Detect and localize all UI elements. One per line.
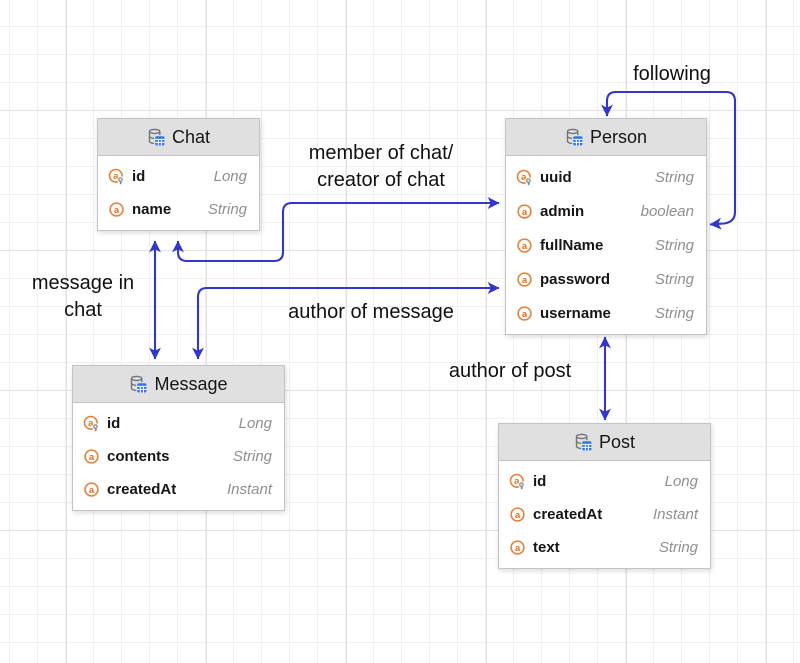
- field-type: Long: [238, 415, 272, 432]
- field-row[interactable]: admin boolean: [506, 194, 706, 228]
- attribute-icon: [516, 271, 533, 288]
- field-name: uuid: [540, 168, 572, 186]
- field-type: String: [654, 236, 694, 254]
- field-type: Instant: [226, 481, 272, 498]
- field-row[interactable]: id Long: [73, 407, 284, 440]
- relation-following-arrow[interactable]: [601, 90, 737, 230]
- field-type: String: [658, 539, 698, 556]
- entity-chat[interactable]: Chat id Long name String: [97, 118, 260, 231]
- attribute-key-icon: [516, 169, 533, 186]
- field-name: createdAt: [107, 481, 177, 498]
- attribute-icon: [516, 305, 533, 322]
- field-row[interactable]: id Long: [499, 465, 710, 498]
- relation-label-member-of-chat: member of chat/ creator of chat: [308, 142, 454, 191]
- field-name: name: [132, 201, 172, 218]
- field-row[interactable]: name String: [98, 193, 259, 226]
- entity-table-icon: [565, 128, 583, 146]
- field-row[interactable]: fullName String: [506, 228, 706, 262]
- entity-message[interactable]: Message id Long contents String createdA…: [72, 365, 285, 511]
- attribute-icon: [108, 201, 125, 218]
- relation-label-message-in-chat: message in chat: [31, 272, 135, 321]
- attribute-icon: [516, 203, 533, 220]
- field-type: Instant: [652, 506, 698, 523]
- field-name: password: [540, 270, 611, 288]
- attribute-key-icon: [83, 415, 100, 432]
- entity-post[interactable]: Post id Long createdAt Instant text Stri…: [498, 423, 711, 569]
- field-row[interactable]: password String: [506, 262, 706, 296]
- field-name: fullName: [540, 236, 604, 254]
- field-type: String: [232, 448, 272, 465]
- field-row[interactable]: uuid String: [506, 160, 706, 194]
- field-name: id: [107, 415, 121, 432]
- field-name: id: [132, 168, 146, 185]
- relation-label-author-of-post: author of post: [448, 360, 572, 382]
- field-type: Long: [213, 168, 247, 185]
- relation-label-following: following: [633, 63, 711, 85]
- attribute-key-icon: [509, 473, 526, 490]
- attribute-icon: [509, 506, 526, 523]
- field-type: boolean: [640, 202, 694, 220]
- attribute-icon: [509, 539, 526, 556]
- entity-table-icon: [147, 128, 165, 146]
- entity-title: Person: [589, 126, 648, 147]
- field-name: text: [533, 539, 560, 556]
- attribute-icon: [83, 448, 100, 465]
- field-type: String: [654, 304, 694, 322]
- field-type: Long: [664, 473, 698, 490]
- entity-title: Post: [598, 431, 636, 452]
- field-type: String: [654, 168, 694, 186]
- entity-message-header[interactable]: Message: [73, 366, 284, 403]
- attribute-icon: [516, 237, 533, 254]
- relation-label-author-of-message: author of message: [288, 301, 454, 323]
- field-name: username: [540, 304, 611, 322]
- field-name: admin: [540, 202, 585, 220]
- field-row[interactable]: createdAt Instant: [73, 473, 284, 506]
- entity-table-icon: [574, 433, 592, 451]
- field-row[interactable]: username String: [506, 296, 706, 330]
- entity-post-header[interactable]: Post: [499, 424, 710, 461]
- entity-person[interactable]: Person uuid String admin boolean fullNam…: [505, 118, 707, 335]
- field-type: String: [207, 201, 247, 218]
- field-row[interactable]: id Long: [98, 160, 259, 193]
- entity-title: Message: [154, 373, 228, 394]
- entity-table-icon: [129, 375, 147, 393]
- attribute-icon: [83, 481, 100, 498]
- entity-person-header[interactable]: Person: [506, 119, 706, 156]
- field-name: contents: [107, 448, 170, 465]
- field-row[interactable]: contents String: [73, 440, 284, 473]
- relation-author-of-message-arrow[interactable]: [192, 282, 500, 360]
- attribute-key-icon: [108, 168, 125, 185]
- entity-chat-header[interactable]: Chat: [98, 119, 259, 156]
- field-type: String: [654, 270, 694, 288]
- entity-title: Chat: [171, 126, 211, 147]
- field-row[interactable]: text String: [499, 531, 710, 564]
- field-row[interactable]: createdAt Instant: [499, 498, 710, 531]
- field-name: id: [533, 473, 547, 490]
- field-name: createdAt: [533, 506, 603, 523]
- relation-member-of-chat-arrow[interactable]: [172, 197, 500, 263]
